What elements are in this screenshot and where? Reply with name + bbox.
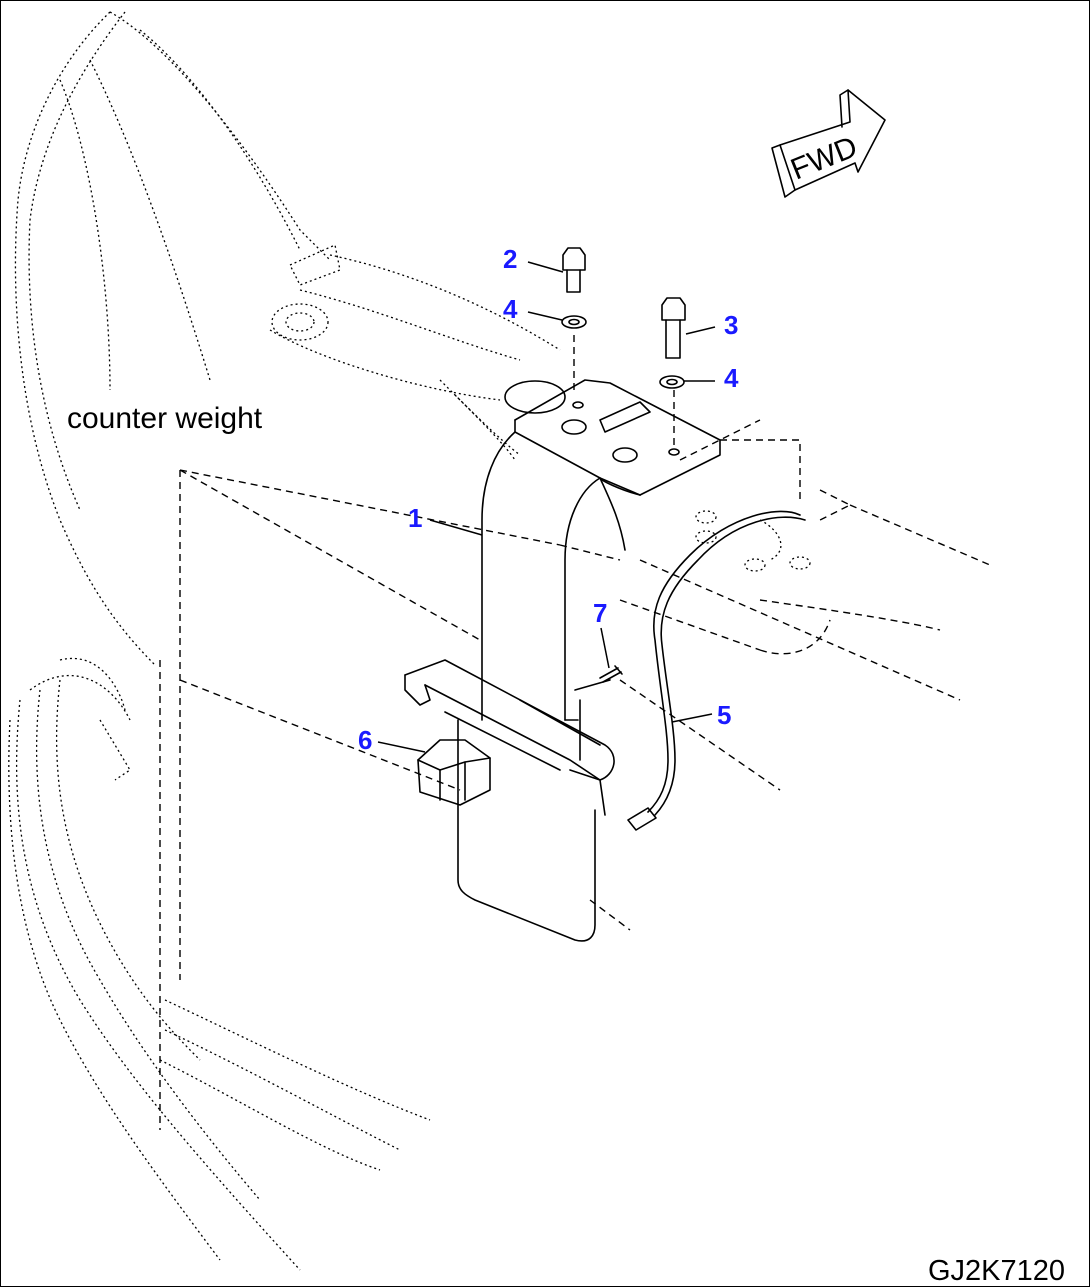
- counterweight-label: counter weight: [67, 402, 263, 435]
- counterweight-outline: [8, 11, 561, 1271]
- drawing-code: GJ2K7120: [928, 1255, 1065, 1287]
- callout-2: 2: [503, 244, 517, 274]
- bolt-part-3: [661, 297, 686, 445]
- screw-part-7: [599, 665, 623, 683]
- plate-and-cover: [404, 659, 615, 942]
- machine-frame-outline: [159, 419, 991, 1130]
- forward-direction-arrow-icon: FWD: [771, 89, 886, 198]
- harness-part-5: [627, 510, 806, 831]
- callout-4-left: 4: [503, 294, 518, 324]
- washer-part-4a: [561, 315, 587, 329]
- callout-1: 1: [408, 503, 422, 533]
- bolt-part-2: [562, 247, 586, 395]
- callout-6: 6: [358, 725, 372, 755]
- lamp-part-6: [417, 739, 491, 806]
- callout-5: 5: [717, 700, 731, 730]
- callout-4-right: 4: [724, 363, 739, 393]
- washer-part-4b: [659, 375, 685, 389]
- bracket-part-1: [481, 379, 721, 761]
- callout-leaders: [377, 261, 716, 753]
- callout-7: 7: [593, 598, 607, 628]
- callout-3: 3: [724, 310, 738, 340]
